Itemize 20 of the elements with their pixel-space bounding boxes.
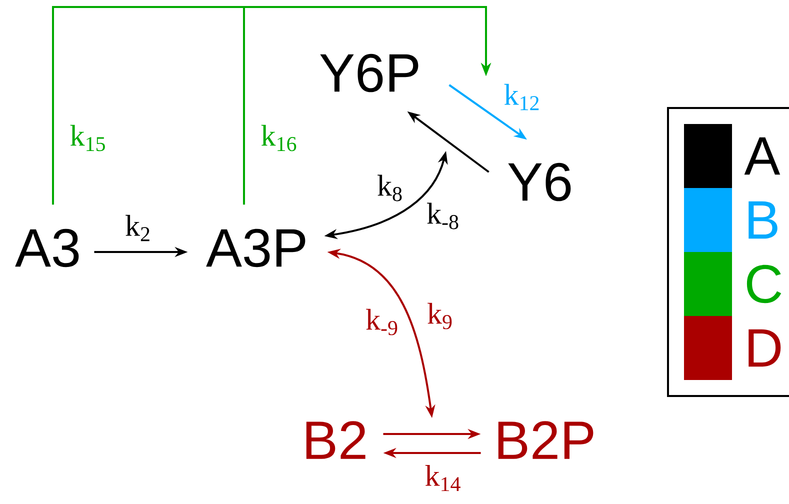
legend-label: C	[746, 264, 782, 304]
rate-label: k$_{16}$	[260, 124, 298, 152]
rate-label: k$_{2}$	[124, 214, 152, 242]
reaction-arrow	[243, 6, 492, 205]
species-label: B2P	[498, 421, 594, 459]
species-label: Y6	[508, 162, 571, 202]
species-label: A3P	[206, 228, 306, 268]
rate-label: k$_{-8}$	[426, 202, 460, 230]
species-label: A3	[15, 228, 79, 268]
legend-label: B	[748, 201, 778, 239]
rate-label: k$_{12}$	[502, 82, 542, 112]
rate-label: k$_{-9}$	[364, 308, 400, 336]
rate-label: k$_{9}$	[426, 302, 454, 330]
rate-label: k$_{14}$	[424, 464, 462, 492]
species-label: Y6P	[320, 54, 418, 92]
species-label: B2	[306, 421, 366, 459]
rate-label: k$_{8}$	[376, 174, 404, 202]
legend-label: D	[748, 329, 781, 367]
legend-label: A	[744, 137, 780, 175]
rate-label: k$_{15}$	[68, 124, 108, 152]
